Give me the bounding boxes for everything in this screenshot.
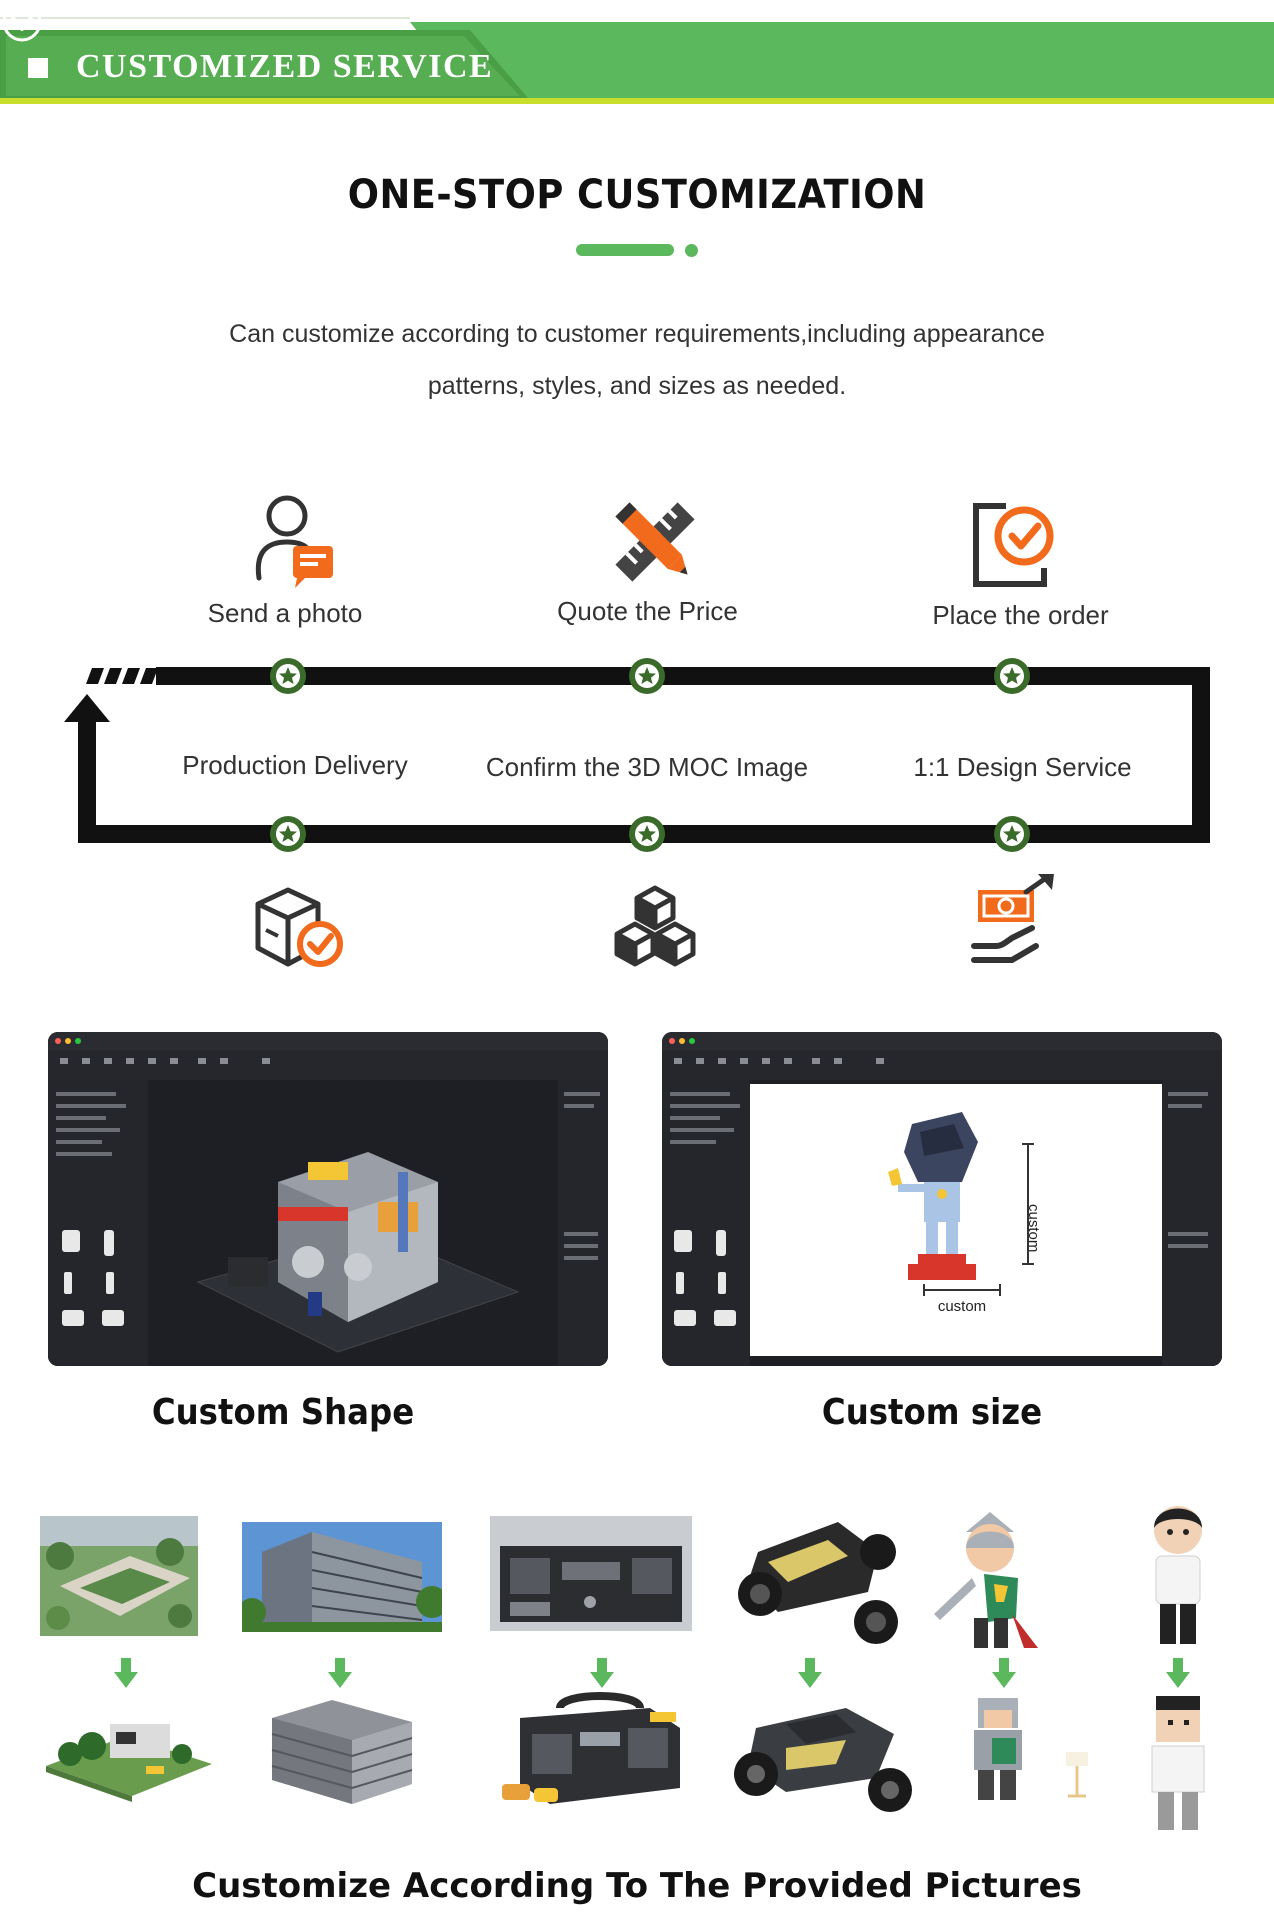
arrow-down-icon [798, 1658, 822, 1688]
step-label-quote-price: Quote the Price [557, 596, 738, 626]
photo-boombox [490, 1516, 692, 1631]
star-node-icon [270, 816, 306, 852]
model-rc-buggy [726, 1688, 912, 1818]
model-office-building [262, 1688, 422, 1808]
process-flow: Send a photo Quote the Price Place the o… [0, 470, 1274, 990]
star-node-icon [629, 816, 665, 852]
photo-person-figure [1138, 1502, 1218, 1652]
user-chat-icon [255, 495, 333, 588]
step-label-production-delivery: Production Delivery [182, 750, 408, 780]
arrow-down-icon [114, 1658, 138, 1688]
photo-knight-figure [928, 1508, 1053, 1658]
photo-rc-buggy [728, 1512, 898, 1652]
dimension-label-horizontal: custom [937, 1298, 987, 1315]
arrow-down-icon [1166, 1658, 1190, 1688]
gallery-caption: Customize According To The Provided Pict… [192, 1866, 1082, 1906]
page-title: ONE-STOP CUSTOMIZATION [347, 172, 927, 218]
cubes-icon [614, 885, 696, 967]
title-underline-dot [685, 244, 698, 257]
photo-office-building [242, 1522, 442, 1632]
star-node-icon [629, 658, 665, 694]
model-knight-figure [958, 1688, 1098, 1828]
dimension-label-vertical: custom [1025, 1204, 1042, 1253]
caption-custom-shape: Custom Shape [151, 1392, 415, 1433]
chevron-down-circle-icon[interactable] [0, 0, 44, 44]
banner-title: CUSTOMIZED SERVICE [76, 48, 494, 85]
title-underline-bar [576, 244, 674, 256]
banner-square-bullet [28, 58, 48, 78]
clipboard-check-icon [973, 503, 1054, 587]
star-node-icon [994, 658, 1030, 694]
step-label-place-order: Place the order [932, 600, 1109, 630]
caption-custom-size: Custom size [821, 1392, 1043, 1433]
pencil-ruler-icon [615, 502, 695, 582]
step-label-confirm-3d-moc: Confirm the 3D MOC Image [485, 752, 809, 782]
star-node-icon [994, 816, 1030, 852]
arrow-down-icon [590, 1658, 614, 1688]
money-hand-icon [971, 874, 1054, 963]
model-boombox [500, 1688, 690, 1818]
arrow-down-icon [328, 1658, 352, 1688]
photo-garden-landscape [40, 1516, 198, 1636]
screenshot-custom-size: custom custom [662, 1032, 1222, 1366]
box-check-icon [255, 887, 343, 967]
screenshot-custom-shape [48, 1032, 608, 1366]
model-garden-landscape [36, 1696, 221, 1806]
model-person-figure [1138, 1692, 1218, 1837]
star-node-icon [270, 658, 306, 694]
arrow-down-icon [992, 1658, 1016, 1688]
description-line-1: Can customize according to customer requ… [229, 320, 1045, 348]
section-banner: CUSTOMIZED SERVICE [0, 0, 1274, 110]
step-label-send-photo: Send a photo [207, 598, 363, 628]
description-line-2: patterns, styles, and sizes as needed. [427, 372, 847, 400]
step-label-design-service: 1:1 Design Service [913, 752, 1132, 782]
